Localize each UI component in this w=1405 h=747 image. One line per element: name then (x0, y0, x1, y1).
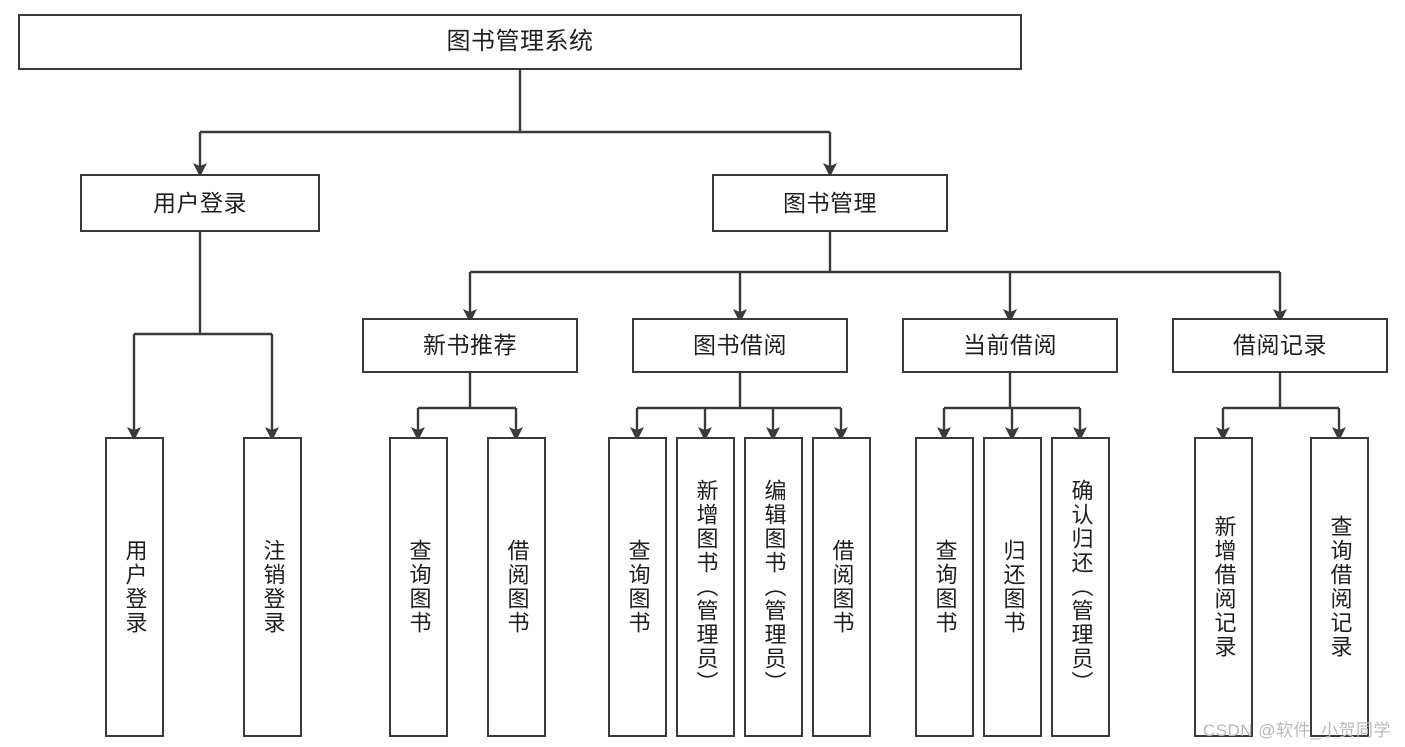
node-leaf-add-book-admin[interactable]: 新增图书（管理员） (676, 437, 735, 737)
node-label: 借阅图书 (829, 539, 855, 635)
node-label: 借阅图书 (504, 539, 530, 635)
node-leaf-logout[interactable]: 注销登录 (243, 437, 302, 737)
node-label: 查询图书 (406, 539, 432, 635)
node-label: 借阅记录 (1233, 332, 1327, 359)
node-borrow-record[interactable]: 借阅记录 (1172, 318, 1388, 373)
node-label: 新书推荐 (423, 332, 517, 359)
node-label: 用户登录 (153, 189, 247, 216)
node-label: 查询借阅记录 (1327, 515, 1353, 659)
node-label: 编辑图书（管理员） (761, 479, 787, 695)
node-current-borrow[interactable]: 当前借阅 (902, 318, 1118, 373)
node-label: 当前借阅 (963, 332, 1057, 359)
node-label: 新增借阅记录 (1211, 515, 1237, 659)
node-leaf-user-login[interactable]: 用户登录 (105, 437, 164, 737)
node-label: 新增图书（管理员） (693, 479, 719, 695)
node-root-library-system[interactable]: 图书管理系统 (18, 14, 1022, 70)
node-leaf-query-borrow-record[interactable]: 查询借阅记录 (1310, 437, 1369, 737)
node-book-borrow[interactable]: 图书借阅 (632, 318, 848, 373)
node-label: 图书管理系统 (446, 28, 594, 56)
node-label: 查询图书 (932, 539, 958, 635)
node-label: 注销登录 (260, 539, 286, 635)
node-new-book-recommend[interactable]: 新书推荐 (362, 318, 578, 373)
node-leaf-query-book[interactable]: 查询图书 (608, 437, 667, 737)
node-leaf-add-borrow-record[interactable]: 新增借阅记录 (1194, 437, 1253, 737)
node-leaf-query-book-new[interactable]: 查询图书 (389, 437, 448, 737)
node-label: 图书管理 (783, 189, 877, 216)
node-leaf-return-book[interactable]: 归还图书 (983, 437, 1042, 737)
node-label: 查询图书 (625, 539, 651, 635)
node-leaf-confirm-return-admin[interactable]: 确认归还（管理员） (1051, 437, 1110, 737)
node-label: 归还图书 (1000, 539, 1026, 635)
watermark-text: CSDN @软件_小贺同学 (1202, 721, 1391, 740)
node-leaf-borrow-book[interactable]: 借阅图书 (812, 437, 871, 737)
node-user-login[interactable]: 用户登录 (80, 174, 320, 232)
node-leaf-query-book-current[interactable]: 查询图书 (915, 437, 974, 737)
node-book-management[interactable]: 图书管理 (712, 174, 948, 232)
node-leaf-edit-book-admin[interactable]: 编辑图书（管理员） (744, 437, 803, 737)
node-label: 确认归还（管理员） (1068, 479, 1094, 695)
node-label: 图书借阅 (693, 332, 787, 359)
node-leaf-borrow-book-new[interactable]: 借阅图书 (487, 437, 546, 737)
node-label: 用户登录 (122, 539, 148, 635)
